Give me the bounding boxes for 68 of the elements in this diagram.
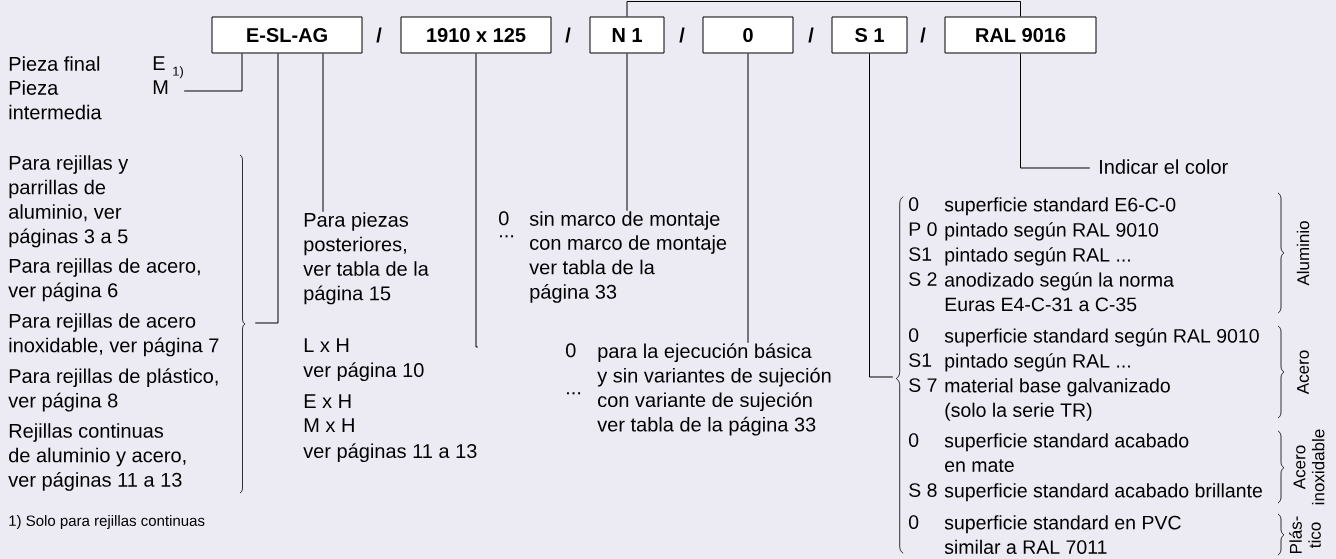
material-label: Aluminio: [1296, 221, 1310, 286]
description-text: Para rejillas de acero inoxidable, ver página 7: [9, 313, 219, 357]
option-code: P 0: [909, 222, 937, 236]
description-text: L x H: [304, 338, 349, 352]
separator-slash: /: [565, 27, 571, 43]
description-text: material base galvanizado (solo la serie TR): [945, 378, 1170, 421]
option-code: 0: [908, 197, 919, 211]
material-label: Plás- tico: [1289, 516, 1321, 553]
code-box: 1910 x 125: [400, 16, 552, 54]
leader-line: [254, 53, 279, 324]
description-text: E x H: [304, 394, 351, 408]
leader-line: [869, 53, 894, 378]
option-code: S1: [909, 353, 932, 367]
option-code: 0: [566, 343, 576, 358]
leader-line: [626, 1, 1021, 17]
code-box: E-SL-AG: [211, 16, 363, 54]
description-text: pintado según RAL 9010: [945, 222, 1159, 241]
code-box: 0: [702, 16, 794, 54]
option-code: E: [153, 56, 165, 70]
option-code: ...: [567, 392, 581, 395]
description-text: Para rejillas y parrillas de aluminio, ver páginas 3 a 5: [9, 155, 129, 248]
description-text: Para rejillas de acero, ver página 6: [8, 258, 200, 302]
separator-slash: /: [376, 27, 382, 43]
option-code: ...: [500, 235, 514, 238]
description-text: ver página 10: [303, 362, 424, 382]
description-text: con marco de montaje ver tabla de la página 33: [529, 235, 727, 303]
option-code: 0: [908, 515, 919, 529]
option-code: 0: [499, 211, 509, 226]
option-code: M: [153, 80, 168, 94]
option-code: S 2: [909, 272, 937, 286]
option-code: 0: [908, 328, 919, 342]
code-box: S 1: [831, 16, 908, 54]
option-code: S 7: [909, 378, 937, 392]
description-text: superficie standard E6-C-0: [944, 197, 1176, 216]
footnote-mark: 1): [173, 66, 183, 79]
leader-line: [322, 53, 324, 213]
option-code: 0: [908, 433, 919, 447]
separator-slash: /: [679, 27, 685, 43]
brace: [895, 196, 904, 554]
code-box: N 1: [589, 16, 665, 54]
leader-line: [1020, 53, 1091, 169]
description-text: pintado según RAL ...: [945, 353, 1130, 372]
footnote: 1) Solo para rejillas continuas: [9, 515, 205, 529]
leader-line: [475, 53, 479, 348]
description-text: superficie standard según RAL 9010: [944, 328, 1259, 347]
description-text: Rejillas continuas de aluminio y acero, ver páginas 11 a 13: [8, 423, 186, 491]
material-label: Acero inoxidable: [1293, 429, 1325, 505]
material-label: Acero: [1297, 350, 1309, 395]
leader-line: [183, 53, 243, 92]
description-text: Para rejillas de plástico, ver página 8: [8, 368, 218, 412]
separator-slash: /: [808, 27, 814, 43]
description-text: M x H: [304, 418, 354, 432]
code-box: RAL 9016: [944, 16, 1097, 54]
description-text: Pieza final: [9, 56, 100, 71]
separator-slash: /: [920, 27, 926, 43]
description-text: ver páginas 11 a 13: [303, 443, 477, 463]
description-text: pintado según RAL ...: [945, 247, 1130, 266]
option-code: S 8: [909, 483, 937, 497]
description-text: Para piezas posteriores, ver tabla de la página 15: [303, 212, 429, 305]
leader-line: [747, 53, 749, 344]
description-text: Indicar el color: [1100, 159, 1228, 174]
description-text: superficie standard en PVC similar a RAL 7011: [944, 515, 1181, 554]
description-text: sin marco de montaje: [529, 211, 720, 230]
description-text: Pieza intermedia: [9, 80, 102, 120]
description-text: superficie standard acabado brillante: [944, 483, 1262, 502]
description-text: con variante de sujeción ver tabla de la página 33: [597, 392, 816, 436]
leader-line: [626, 53, 628, 212]
option-code: S1: [909, 247, 932, 261]
